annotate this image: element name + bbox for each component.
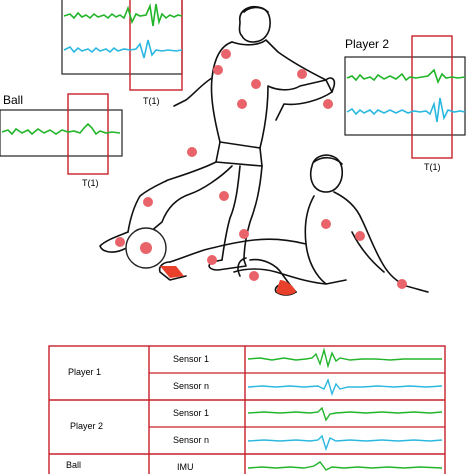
sensor-label: Sensor n bbox=[173, 435, 209, 445]
boot-accent bbox=[160, 266, 184, 278]
player2-signal-panel: Player 2 bbox=[344, 35, 466, 159]
player2-figure bbox=[158, 154, 429, 296]
sensor-dot bbox=[355, 231, 365, 241]
sensor-dot bbox=[397, 279, 407, 289]
t-label-top: T(1) bbox=[143, 96, 160, 106]
ball bbox=[125, 227, 167, 269]
green-signal bbox=[247, 347, 442, 369]
sensor-dot bbox=[249, 271, 259, 281]
sensor-dot bbox=[221, 49, 231, 59]
t-label-right: T(1) bbox=[424, 162, 441, 172]
boot-accent bbox=[276, 280, 296, 295]
sensor-label: IMU bbox=[177, 462, 194, 472]
row-label-player2: Player 2 bbox=[70, 421, 103, 431]
sensor-dot bbox=[251, 79, 261, 89]
sensor-label: Sensor 1 bbox=[173, 408, 209, 418]
time-window-box bbox=[129, 0, 183, 91]
sensor-dot bbox=[219, 191, 229, 201]
time-window-box bbox=[411, 35, 453, 159]
row-label-player1: Player 1 bbox=[68, 367, 101, 377]
sensor-dots bbox=[115, 49, 407, 289]
green-signal bbox=[63, 3, 183, 27]
green-signal bbox=[346, 68, 466, 85]
sensor-label: Sensor n bbox=[173, 381, 209, 391]
green-signal bbox=[1, 122, 121, 136]
cyan-signal bbox=[63, 39, 183, 59]
player1-figure bbox=[99, 6, 336, 271]
player1-signal-panel bbox=[61, 0, 183, 91]
player2-label: Player 2 bbox=[345, 37, 389, 51]
sensor-dot bbox=[239, 229, 249, 239]
sensor-dot bbox=[213, 65, 223, 75]
sensor-label: Sensor 1 bbox=[173, 354, 209, 364]
sensor-table: Player 1 Player 2 Ball Sensor 1 Sensor n… bbox=[48, 345, 446, 474]
sensor-dot bbox=[323, 99, 333, 109]
sensor-dot bbox=[143, 197, 153, 207]
sensor-dot bbox=[207, 255, 217, 265]
row-label-ball: Ball bbox=[66, 460, 81, 470]
sensor-dot bbox=[115, 237, 125, 247]
green-signal bbox=[247, 406, 443, 422]
sensor-dot bbox=[321, 219, 331, 229]
t-label-ball: T(1) bbox=[82, 178, 99, 188]
sensor-dot bbox=[187, 147, 197, 157]
ball-signal-panel: Ball bbox=[0, 93, 123, 175]
ball-label: Ball bbox=[3, 93, 23, 107]
green-signal bbox=[247, 461, 443, 471]
time-window-box bbox=[67, 93, 109, 175]
sensor-dot bbox=[237, 99, 247, 109]
sensor-dot bbox=[297, 69, 307, 79]
sensor-dot bbox=[140, 242, 152, 254]
cyan-signal bbox=[346, 97, 466, 123]
cyan-signal bbox=[247, 377, 443, 397]
cyan-signal bbox=[247, 434, 443, 452]
